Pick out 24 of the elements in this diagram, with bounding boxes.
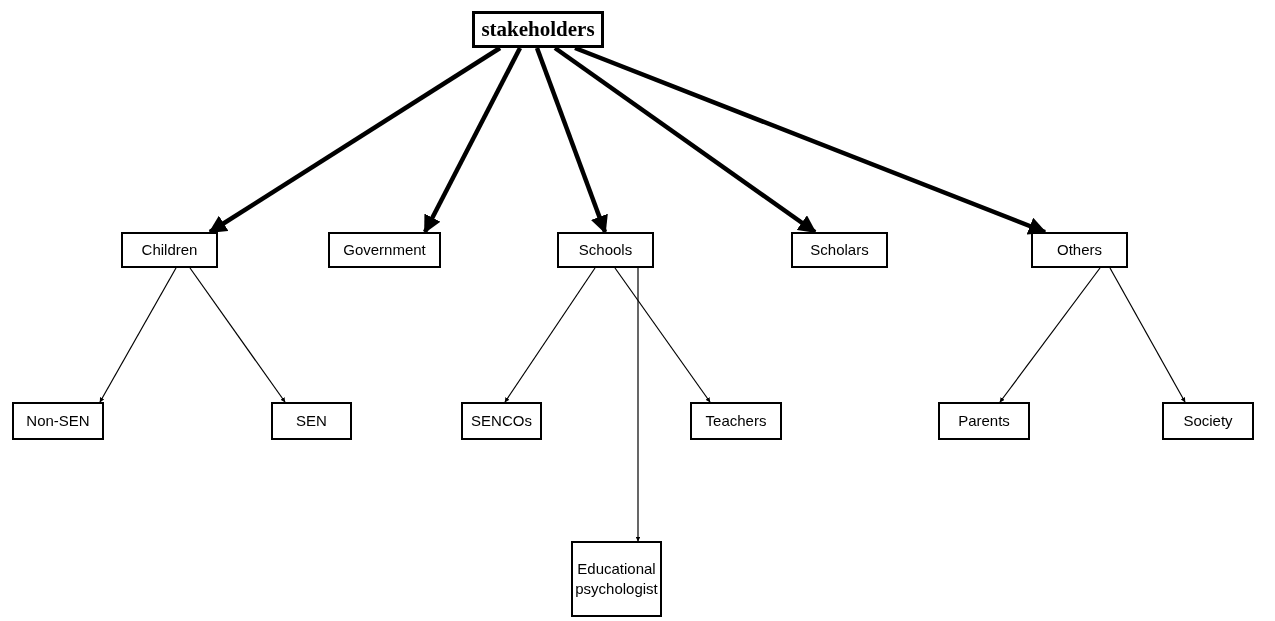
category-box: Scholars bbox=[791, 232, 888, 268]
category-box: Non-SEN bbox=[12, 402, 104, 440]
arrow bbox=[208, 46, 502, 234]
category-box: Others bbox=[1031, 232, 1128, 268]
arrow bbox=[504, 267, 596, 403]
root-box: stakeholders bbox=[472, 11, 604, 48]
arrow bbox=[189, 267, 286, 403]
category-box: SEN bbox=[271, 402, 352, 440]
category-box: Educational psychologist bbox=[571, 541, 662, 617]
arrow bbox=[534, 47, 608, 234]
arrow bbox=[635, 267, 641, 542]
category-box: Society bbox=[1162, 402, 1254, 440]
arrow bbox=[614, 267, 711, 403]
category-box: Children bbox=[121, 232, 218, 268]
category-box: Government bbox=[328, 232, 441, 268]
arrow bbox=[553, 46, 817, 234]
arrow bbox=[1109, 267, 1186, 403]
category-box: Teachers bbox=[690, 402, 782, 440]
arrow bbox=[423, 46, 522, 234]
category-box: Parents bbox=[938, 402, 1030, 440]
arrow bbox=[999, 267, 1101, 403]
category-box: Schools bbox=[557, 232, 654, 268]
arrow bbox=[99, 267, 177, 403]
category-box: SENCOs bbox=[461, 402, 542, 440]
